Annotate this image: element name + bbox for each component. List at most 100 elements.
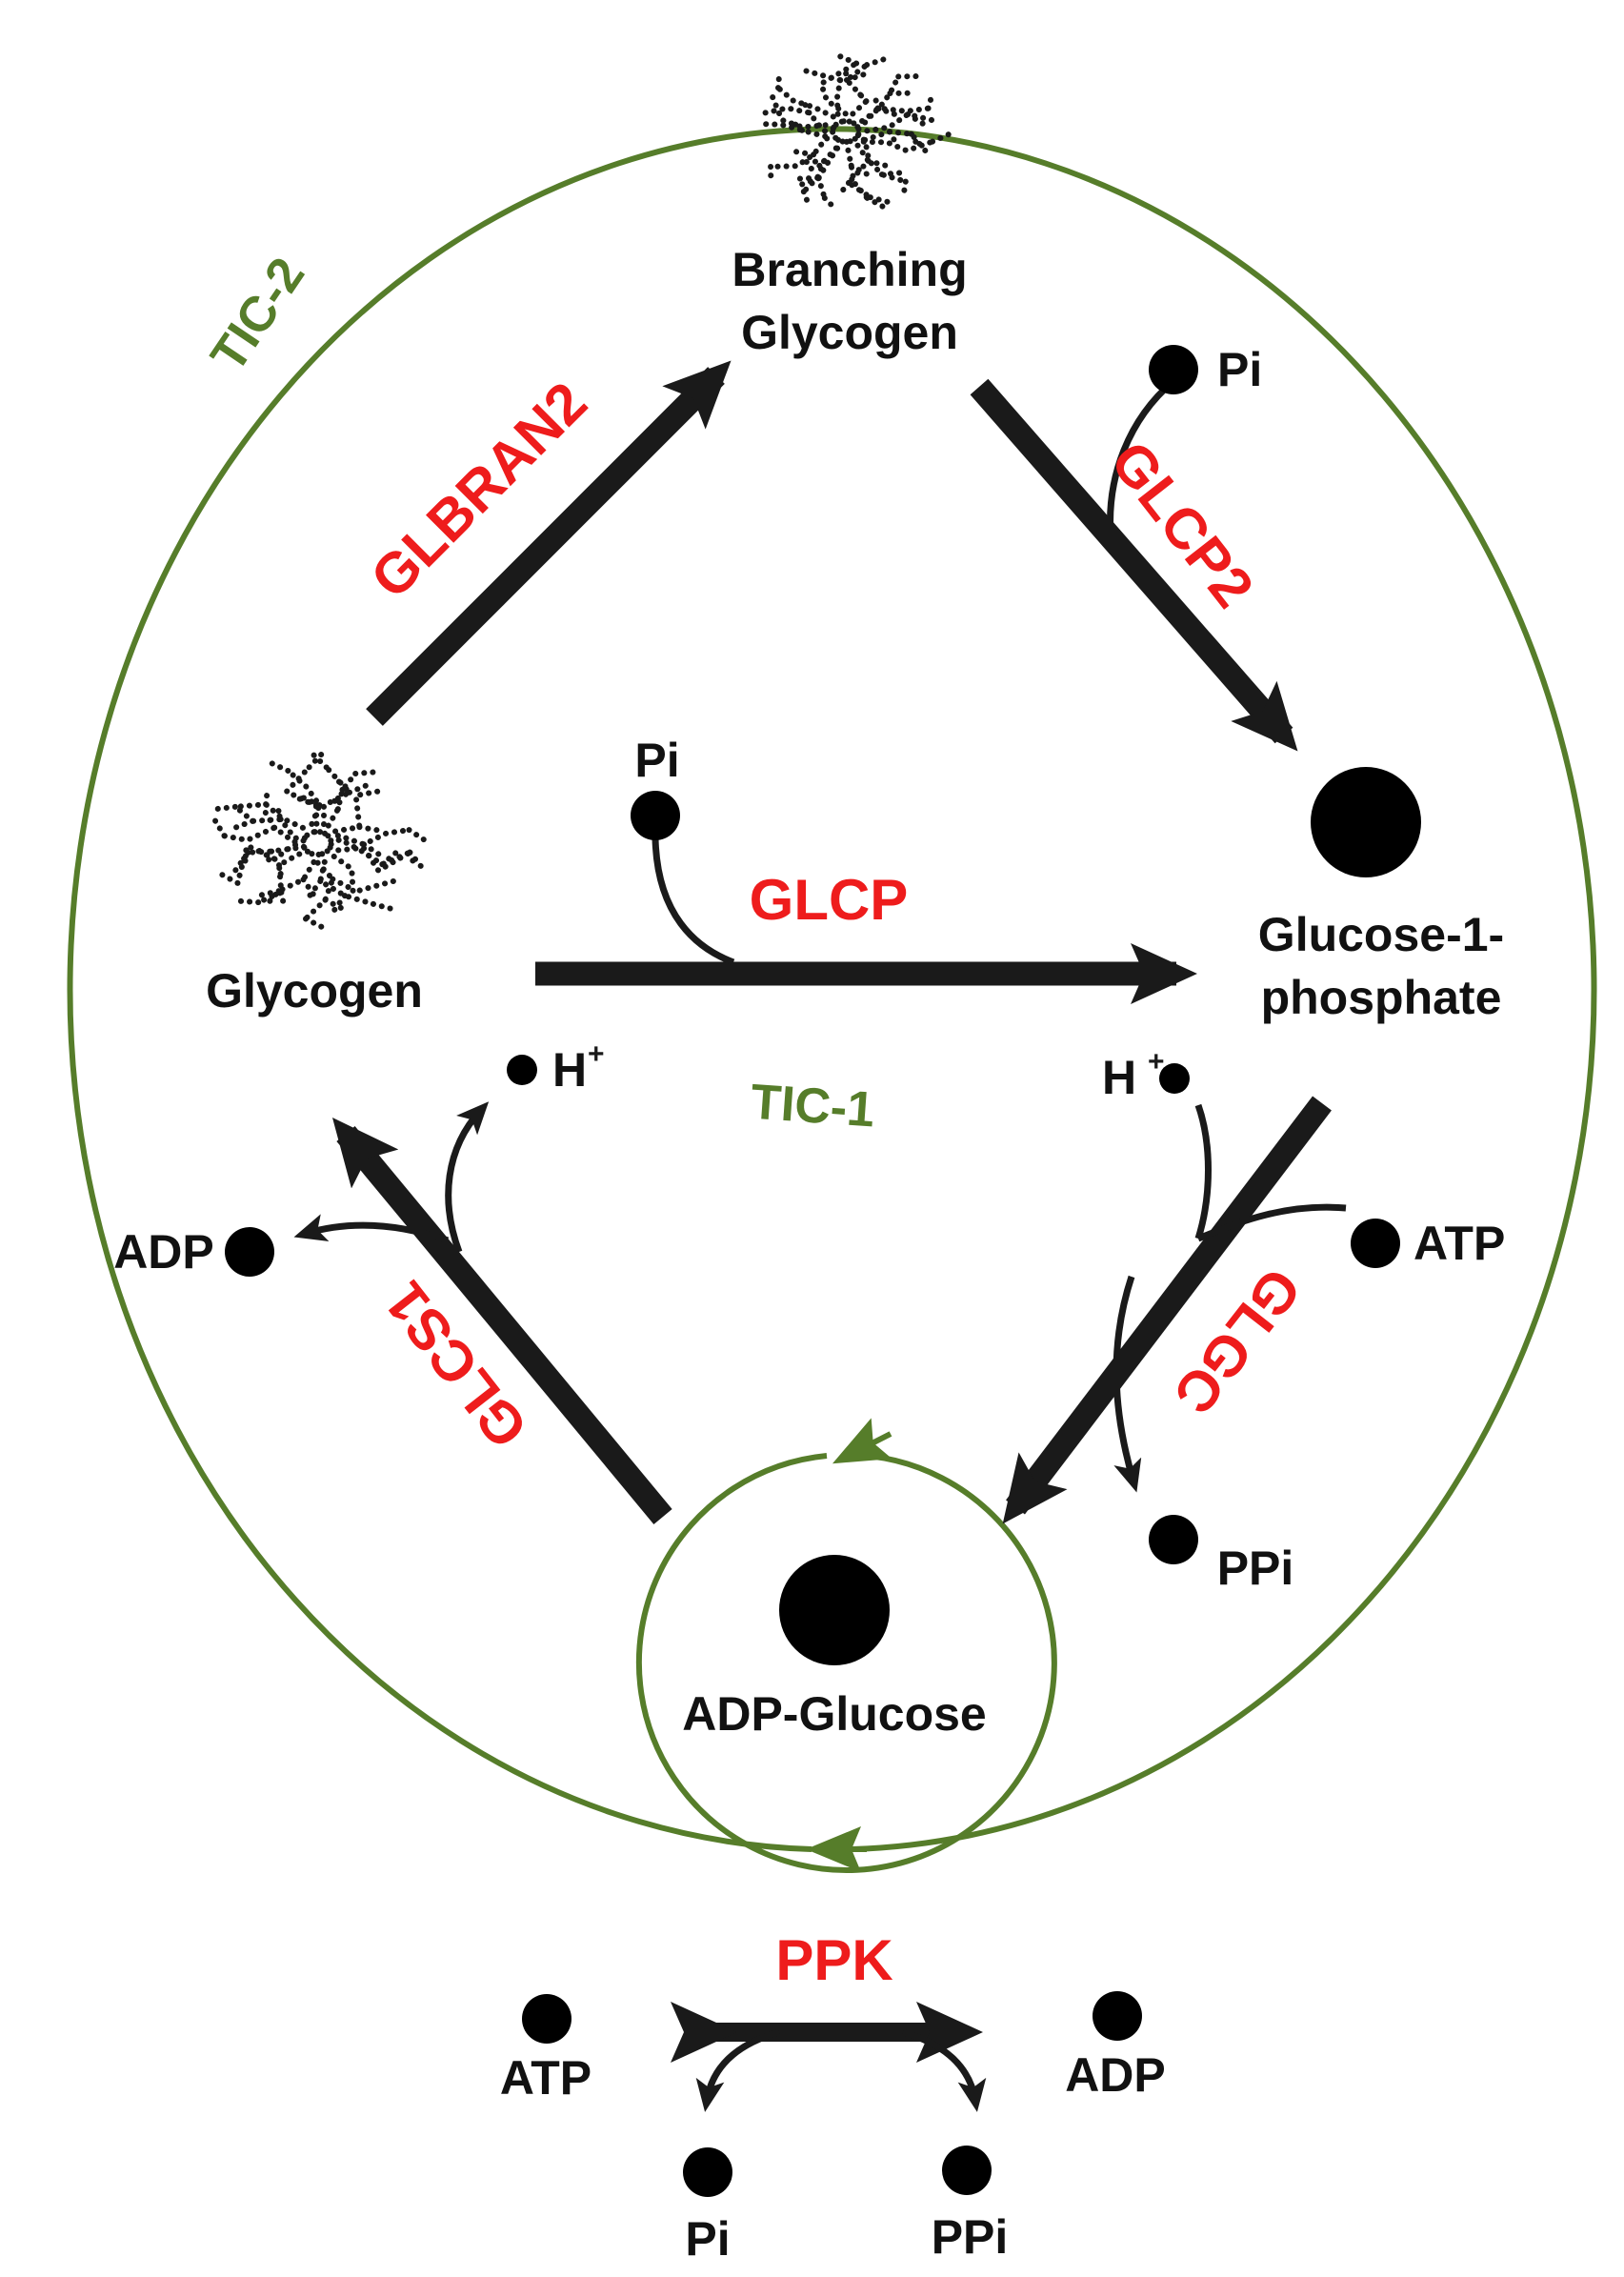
glycogen-branch — [303, 916, 327, 931]
glycogen-label: Glycogen — [206, 964, 423, 1018]
glycogen-branch — [930, 131, 952, 145]
glcp-pi-curve — [652, 837, 735, 966]
glgc-atp-curve — [1196, 1203, 1347, 1242]
glycogen-branch — [298, 794, 323, 809]
glycogen-branch — [925, 91, 935, 111]
glucose-1-phosphate-label-line2: phosphate — [1261, 971, 1502, 1024]
glycogen-chain — [327, 844, 413, 875]
glycogen-branch — [836, 52, 860, 67]
glycogen-branch — [322, 897, 346, 912]
glcp-pi-label: Pi — [634, 734, 679, 787]
glgc-reaction: H + ATP PPi GLGC — [1002, 1046, 1505, 1595]
glcs1-h-charge: + — [588, 1038, 605, 1070]
glgc-h-charge: + — [1148, 1046, 1165, 1078]
glycogen-icon — [211, 751, 429, 931]
glycogen-chain — [232, 803, 308, 841]
glbran2-arrow-icon — [366, 360, 732, 726]
glgc-atp-label: ATP — [1413, 1217, 1505, 1270]
glycogen-branch — [379, 849, 400, 868]
glycogen-branch — [864, 194, 886, 210]
glcs1-adp-dot-icon — [225, 1227, 274, 1277]
ppk-pi-label: Pi — [685, 2212, 730, 2266]
glycogen-chain — [234, 841, 307, 886]
glycogen-branch — [407, 849, 424, 870]
ppk-ppi-curve — [902, 2028, 987, 2112]
glycogen-branch — [407, 849, 419, 872]
glycogen-branch — [212, 817, 228, 839]
glgc-ppi-label: PPi — [1217, 1542, 1294, 1595]
glycogen-chain — [325, 787, 388, 839]
glycogen-branch — [329, 790, 341, 813]
glycogen-chain — [328, 827, 412, 848]
glycogen-chain — [322, 771, 359, 836]
glycogen-branch — [878, 170, 905, 178]
glycogen-chain — [221, 824, 307, 845]
glcp2-pi-dot-icon — [1149, 345, 1198, 394]
glycogen-chain — [855, 129, 932, 157]
glycogen-chain — [303, 851, 336, 922]
branching-glycogen-label-line1: Branching — [732, 243, 967, 296]
glcp-reaction: Pi GLCP — [535, 734, 1197, 1004]
glcs1-reaction: H + ADP GLCS1 — [113, 1038, 672, 1524]
branching-glycogen-label-line2: Glycogen — [741, 306, 958, 359]
glgc-h-dot-icon — [1159, 1063, 1190, 1094]
glycogen-branch — [278, 889, 288, 912]
glycogen-chain — [854, 132, 935, 154]
glycogen-branch — [231, 817, 256, 832]
tic-1-cycle: TIC-1 — [635, 1075, 1057, 1873]
glycogen-branch — [255, 888, 282, 898]
glycogen-chain — [775, 85, 839, 128]
glcp-pi-dot-icon — [631, 791, 680, 840]
glcs1-adp-label: ADP — [113, 1225, 214, 1279]
glycogen-branch — [844, 71, 868, 83]
glycogen-branch — [900, 178, 909, 200]
glycogen-branch — [905, 111, 926, 127]
adp-glucose-label: ADP-Glucose — [682, 1687, 987, 1741]
ppk-pi-dot-icon — [683, 2147, 732, 2197]
glycogen-branch — [356, 824, 383, 834]
glucose-1-phosphate-dot-icon — [1311, 767, 1421, 877]
glbran2-enzyme-label: GLBRAN2 — [358, 370, 598, 610]
glycogen-branch — [330, 876, 353, 892]
glycogen-chain — [855, 111, 935, 134]
glgc-h-curve — [1194, 1103, 1212, 1240]
glgc-h-label: H — [1102, 1051, 1136, 1104]
glycogen-branch — [300, 877, 316, 897]
ppk-ppi-dot-icon — [942, 2146, 992, 2195]
glycogen-branch — [361, 841, 383, 858]
glycogen-branch — [310, 751, 330, 771]
ppk-enzyme-label: PPK — [775, 1928, 892, 1992]
glycogen-branch — [263, 784, 271, 808]
glycogen-branch — [370, 900, 396, 913]
glycogen-chain — [324, 848, 402, 897]
glycogen-branch — [306, 751, 325, 771]
glbran2-reaction: GLBRAN2 — [358, 360, 732, 726]
glycogen-branch — [217, 871, 241, 886]
glgc-arrow-icon — [1002, 1096, 1332, 1524]
glycogen-branch — [792, 149, 817, 158]
glcs1-h-curve — [445, 1101, 490, 1254]
glycogen-branch — [874, 105, 898, 118]
glcp2-enzyme-label: GLCP2 — [1098, 430, 1266, 619]
ppk-adp-dot-icon — [1093, 1991, 1142, 2041]
glycogen-chain — [854, 105, 932, 131]
glycogen-chain — [817, 60, 860, 125]
glycogen-branch — [865, 157, 890, 169]
ppk-pi-curve — [695, 2028, 780, 2112]
tic-1-circle — [635, 1451, 1057, 1873]
glycogen-chain — [281, 764, 320, 836]
glycogen-chain — [851, 73, 902, 127]
glycogen-branch — [800, 189, 812, 210]
glycogen-branch — [234, 897, 262, 906]
glycogen-branch — [331, 893, 348, 914]
ppk-atp-dot-icon — [522, 1994, 571, 2044]
glycogen-chain — [316, 851, 376, 907]
glcp2-reaction: Pi GLCP2 — [970, 343, 1298, 752]
ppk-reaction: PPK ATP ADP Pi PPi — [500, 1928, 1166, 2266]
glycogen-chain — [285, 768, 323, 836]
glycogen-chain — [317, 764, 354, 836]
glgc-atp-dot-icon — [1351, 1219, 1400, 1268]
glcs1-adp-curve — [293, 1214, 450, 1244]
glycogen-chain — [768, 134, 839, 170]
glycogen-branch — [406, 827, 429, 844]
